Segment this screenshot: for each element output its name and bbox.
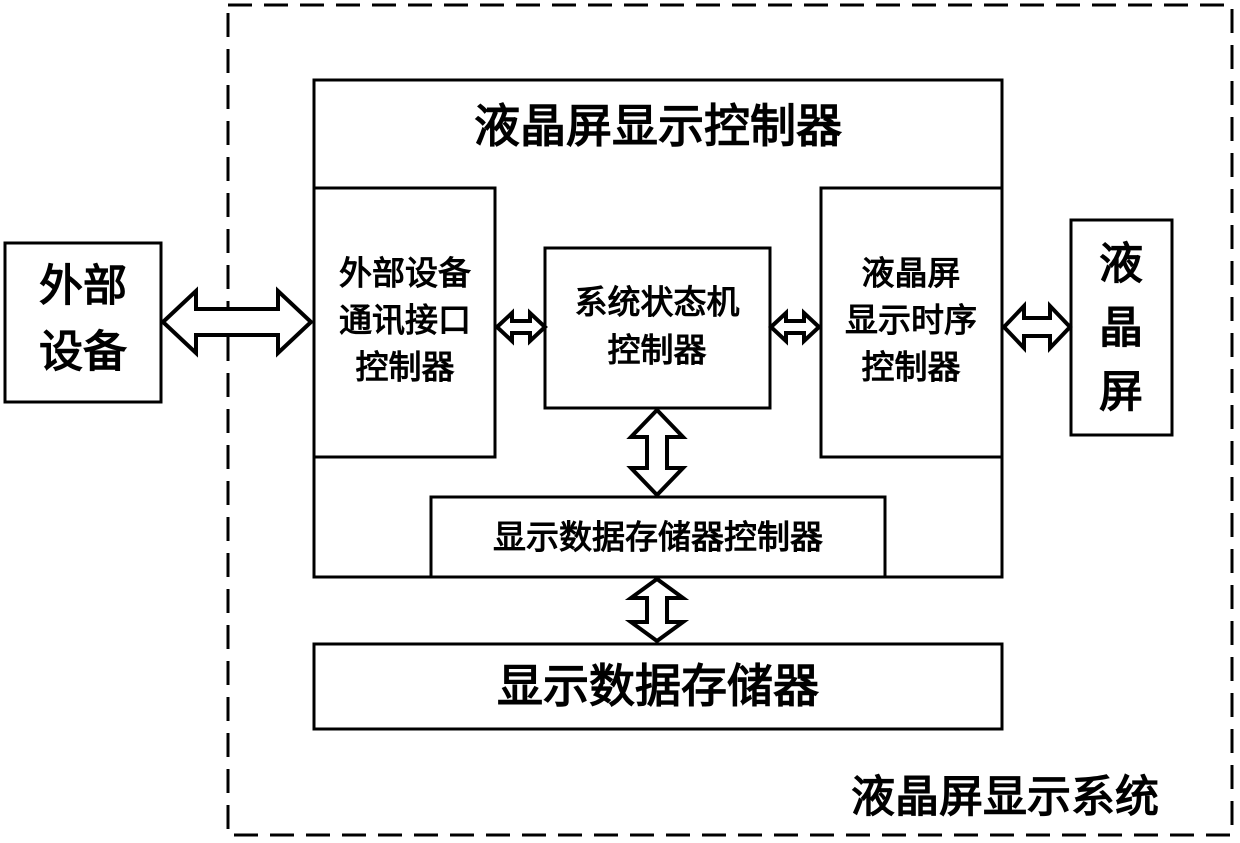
lcd-screen-label-line-1: 液 — [1099, 239, 1143, 290]
lcd-display-controller-title: 液晶屏显示控制器 — [474, 99, 843, 153]
display-memory-label: 显示数据存储器 — [497, 659, 820, 713]
interface-controller-label-line-2: 通讯接口 — [339, 301, 471, 340]
timing-controller-label-line-1: 液晶屏 — [862, 254, 961, 293]
timing-controller-label-line-3: 控制器 — [862, 348, 962, 387]
arrow-memory-controller-to-display-memory — [631, 579, 683, 641]
timing-controller-label-line-2: 显示时序 — [845, 301, 977, 340]
external-device-label-line-1: 外部 — [39, 261, 127, 312]
lcd-screen-label-line-3: 屏 — [1099, 367, 1143, 418]
external-device-label-line-2: 设备 — [39, 327, 128, 378]
interface-controller-label-line-3: 控制器 — [356, 348, 456, 387]
arrow-timing-to-lcd — [1004, 306, 1070, 348]
state-machine-controller-label-line-2: 控制器 — [608, 331, 708, 370]
lcd-screen-label-line-2: 晶 — [1099, 303, 1143, 354]
lcd-display-system-label: 液晶屏显示系统 — [851, 772, 1159, 823]
memory-controller-label: 显示数据存储器控制器 — [493, 518, 824, 557]
state-machine-controller-box — [545, 248, 770, 408]
state-machine-controller-label-line-1: 系统状态机 — [575, 283, 740, 322]
interface-controller-label-line-1: 外部设备 — [339, 254, 472, 293]
arrow-external-to-interface — [163, 291, 311, 353]
